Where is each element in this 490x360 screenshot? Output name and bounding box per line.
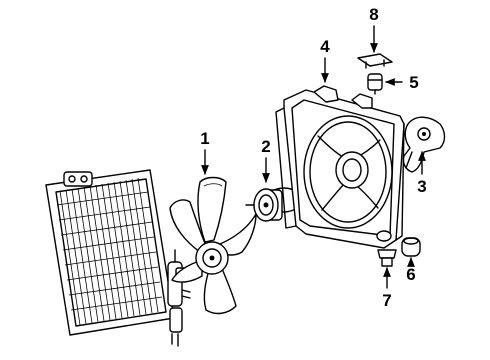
bracket [402, 116, 446, 173]
fan-blade [169, 176, 257, 315]
callout-8: 8 [369, 5, 379, 53]
callout-6: 6 [406, 257, 416, 284]
grommet [367, 73, 383, 95]
callout-label-4: 4 [320, 37, 330, 56]
callout-label-7: 7 [382, 291, 391, 310]
callout-1: 1 [200, 129, 210, 175]
callout-5: 5 [385, 73, 419, 92]
callout-label-1: 1 [200, 129, 209, 148]
callout-label-3: 3 [417, 177, 426, 196]
cushion [401, 237, 421, 257]
mount-grommet [377, 249, 397, 267]
callout-2: 2 [261, 137, 271, 183]
callout-label-8: 8 [369, 5, 378, 24]
callout-3: 3 [417, 151, 427, 196]
callout-label-2: 2 [261, 137, 270, 156]
fan-shroud [275, 85, 405, 249]
condenser [45, 169, 191, 347]
callout-7: 7 [382, 267, 392, 310]
clip [357, 53, 393, 69]
callout-label-5: 5 [409, 73, 418, 92]
callout-label-6: 6 [406, 265, 415, 284]
callout-4: 4 [320, 37, 330, 83]
